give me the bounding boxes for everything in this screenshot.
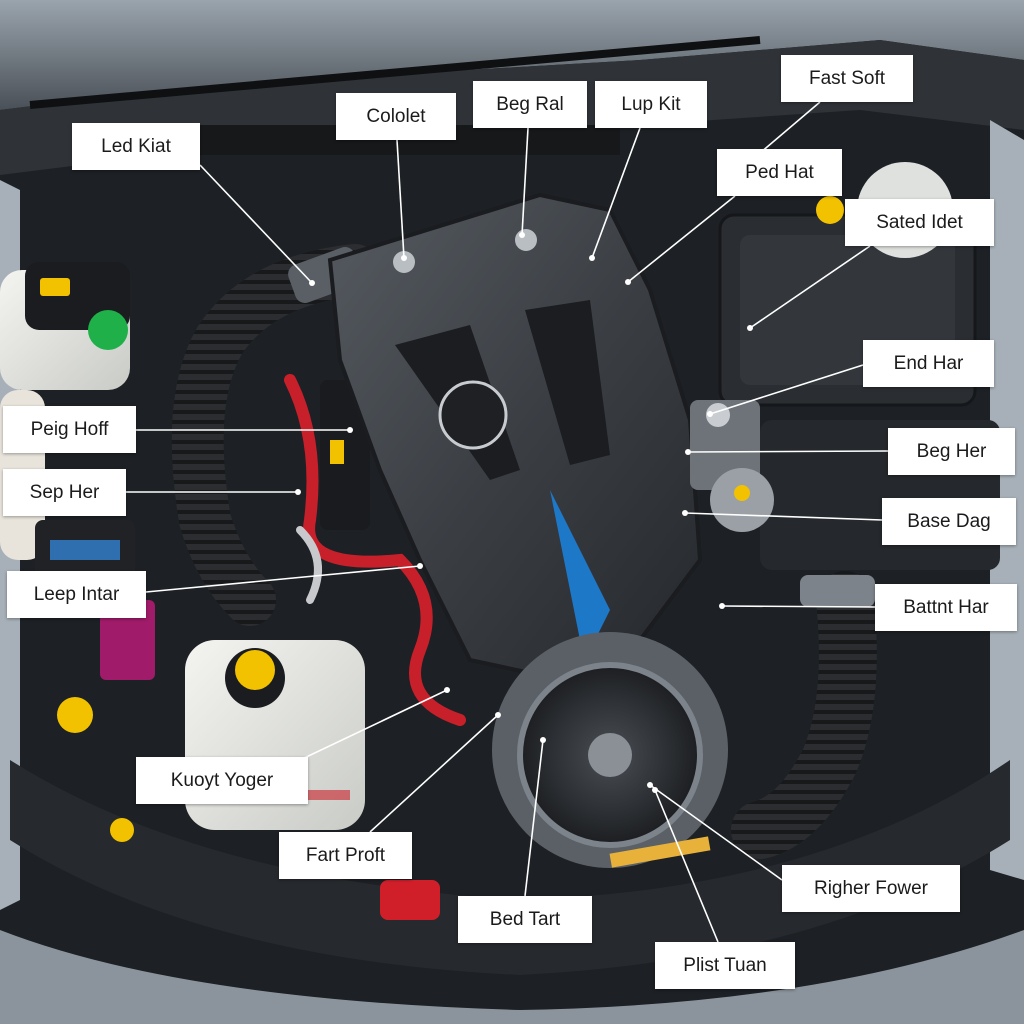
leader-dot-end-har: [707, 411, 713, 417]
red-wiring-harness: [284, 374, 466, 726]
label-righer-fower: Righer Fower: [782, 865, 960, 912]
leader-dot-battnt-har: [719, 603, 725, 609]
leader-line-ped-hat: [627, 195, 736, 283]
leader-dot-beg-her: [685, 449, 691, 455]
leader-dot-plist-tuan: [652, 787, 658, 793]
leader-dot-bed-tart: [540, 737, 546, 743]
label-kuoyt-yoger: Kuoyt Yoger: [136, 757, 308, 804]
right-reservoir-cap: [816, 196, 844, 224]
label-sated-idet: Sated Idet: [845, 199, 994, 246]
pulley-hub: [588, 733, 632, 777]
leader-dot-righer-fower: [647, 782, 653, 788]
leader-dot-beg-ral: [519, 232, 525, 238]
label-end-har: End Har: [863, 340, 994, 387]
label-plist-tuan: Plist Tuan: [655, 942, 795, 989]
small-yellow-cap: [110, 818, 134, 842]
coolant-cap-marker: [40, 278, 70, 296]
leader-dot-fart-proft: [495, 712, 501, 718]
coil-label: [330, 440, 344, 464]
label-base-dag: Base Dag: [882, 498, 1016, 545]
label-cololet: Cololet: [336, 93, 456, 140]
leader-dot-peig-hoff: [347, 427, 353, 433]
label-fart-proft: Fart Proft: [279, 832, 412, 879]
brake-cap-marker: [235, 650, 275, 690]
front-frame: [10, 760, 1010, 975]
leader-line-beg-her: [687, 450, 889, 453]
leader-line-battnt-har: [721, 605, 876, 608]
coil-pack: [320, 380, 370, 530]
leader-line-led-kiat: [199, 164, 313, 284]
leader-dot-cololet: [401, 255, 407, 261]
intake-hose: [171, 244, 381, 626]
label-battnt-har: Battnt Har: [875, 584, 1017, 631]
label-lup-kit: Lup Kit: [595, 81, 707, 128]
leader-line-leep-intar: [145, 565, 421, 593]
yellow-sticker: [609, 836, 711, 868]
leader-line-beg-ral: [521, 127, 529, 236]
duct-clamp: [800, 575, 875, 607]
label-beg-her: Beg Her: [888, 428, 1015, 475]
relay-connector: [50, 540, 120, 560]
blue-accent-stripe: [550, 490, 610, 650]
leader-dot-base-dag: [682, 510, 688, 516]
leader-line-cololet: [396, 139, 405, 259]
label-leep-intar: Leep Intar: [7, 571, 146, 618]
leader-line-end-har: [709, 364, 864, 415]
leader-line-kuoyt-yoger: [299, 689, 448, 761]
label-peig-hoff: Peig Hoff: [3, 406, 136, 453]
sensor-housing: [690, 400, 760, 490]
leader-line-fart-proft: [369, 714, 499, 833]
leader-dot-led-kiat: [309, 280, 315, 286]
engine-badge: [438, 380, 508, 450]
magenta-connector: [100, 600, 155, 680]
label-bed-tart: Bed Tart: [458, 896, 592, 943]
leader-dot-sated-idet: [747, 325, 753, 331]
leader-dot-leep-intar: [417, 563, 423, 569]
label-beg-ral: Beg Ral: [473, 81, 587, 128]
cover-bolt-left: [393, 251, 415, 273]
label-fast-soft: Fast Soft: [781, 55, 913, 102]
leader-line-lup-kit: [591, 127, 641, 259]
leader-line-sated-idet: [749, 245, 871, 329]
leader-dot-sep-her: [295, 489, 301, 495]
front-bumper-edge: [0, 930, 1024, 1024]
label-led-kiat: Led Kiat: [72, 123, 200, 170]
leader-dot-ped-hat: [625, 279, 631, 285]
leader-dot-kuoyt-yoger: [444, 687, 450, 693]
oil-cap-marker: [734, 485, 750, 501]
cover-vent-right: [525, 300, 610, 465]
red-hose-fitting: [380, 880, 440, 920]
leader-line-bed-tart: [524, 739, 544, 897]
wiper-arm: [29, 36, 761, 109]
leader-line-base-dag: [684, 512, 883, 521]
air-duct-hose: [731, 571, 877, 859]
bottom-left-yellow-cap: [57, 697, 93, 733]
green-cap: [88, 310, 128, 350]
silver-cable: [296, 526, 322, 604]
leader-line-plist-tuan: [654, 789, 719, 943]
label-ped-hat: Ped Hat: [717, 149, 842, 196]
leader-dot-lup-kit: [589, 255, 595, 261]
label-sep-her: Sep Her: [3, 469, 126, 516]
leader-line-righer-fower: [649, 784, 783, 881]
